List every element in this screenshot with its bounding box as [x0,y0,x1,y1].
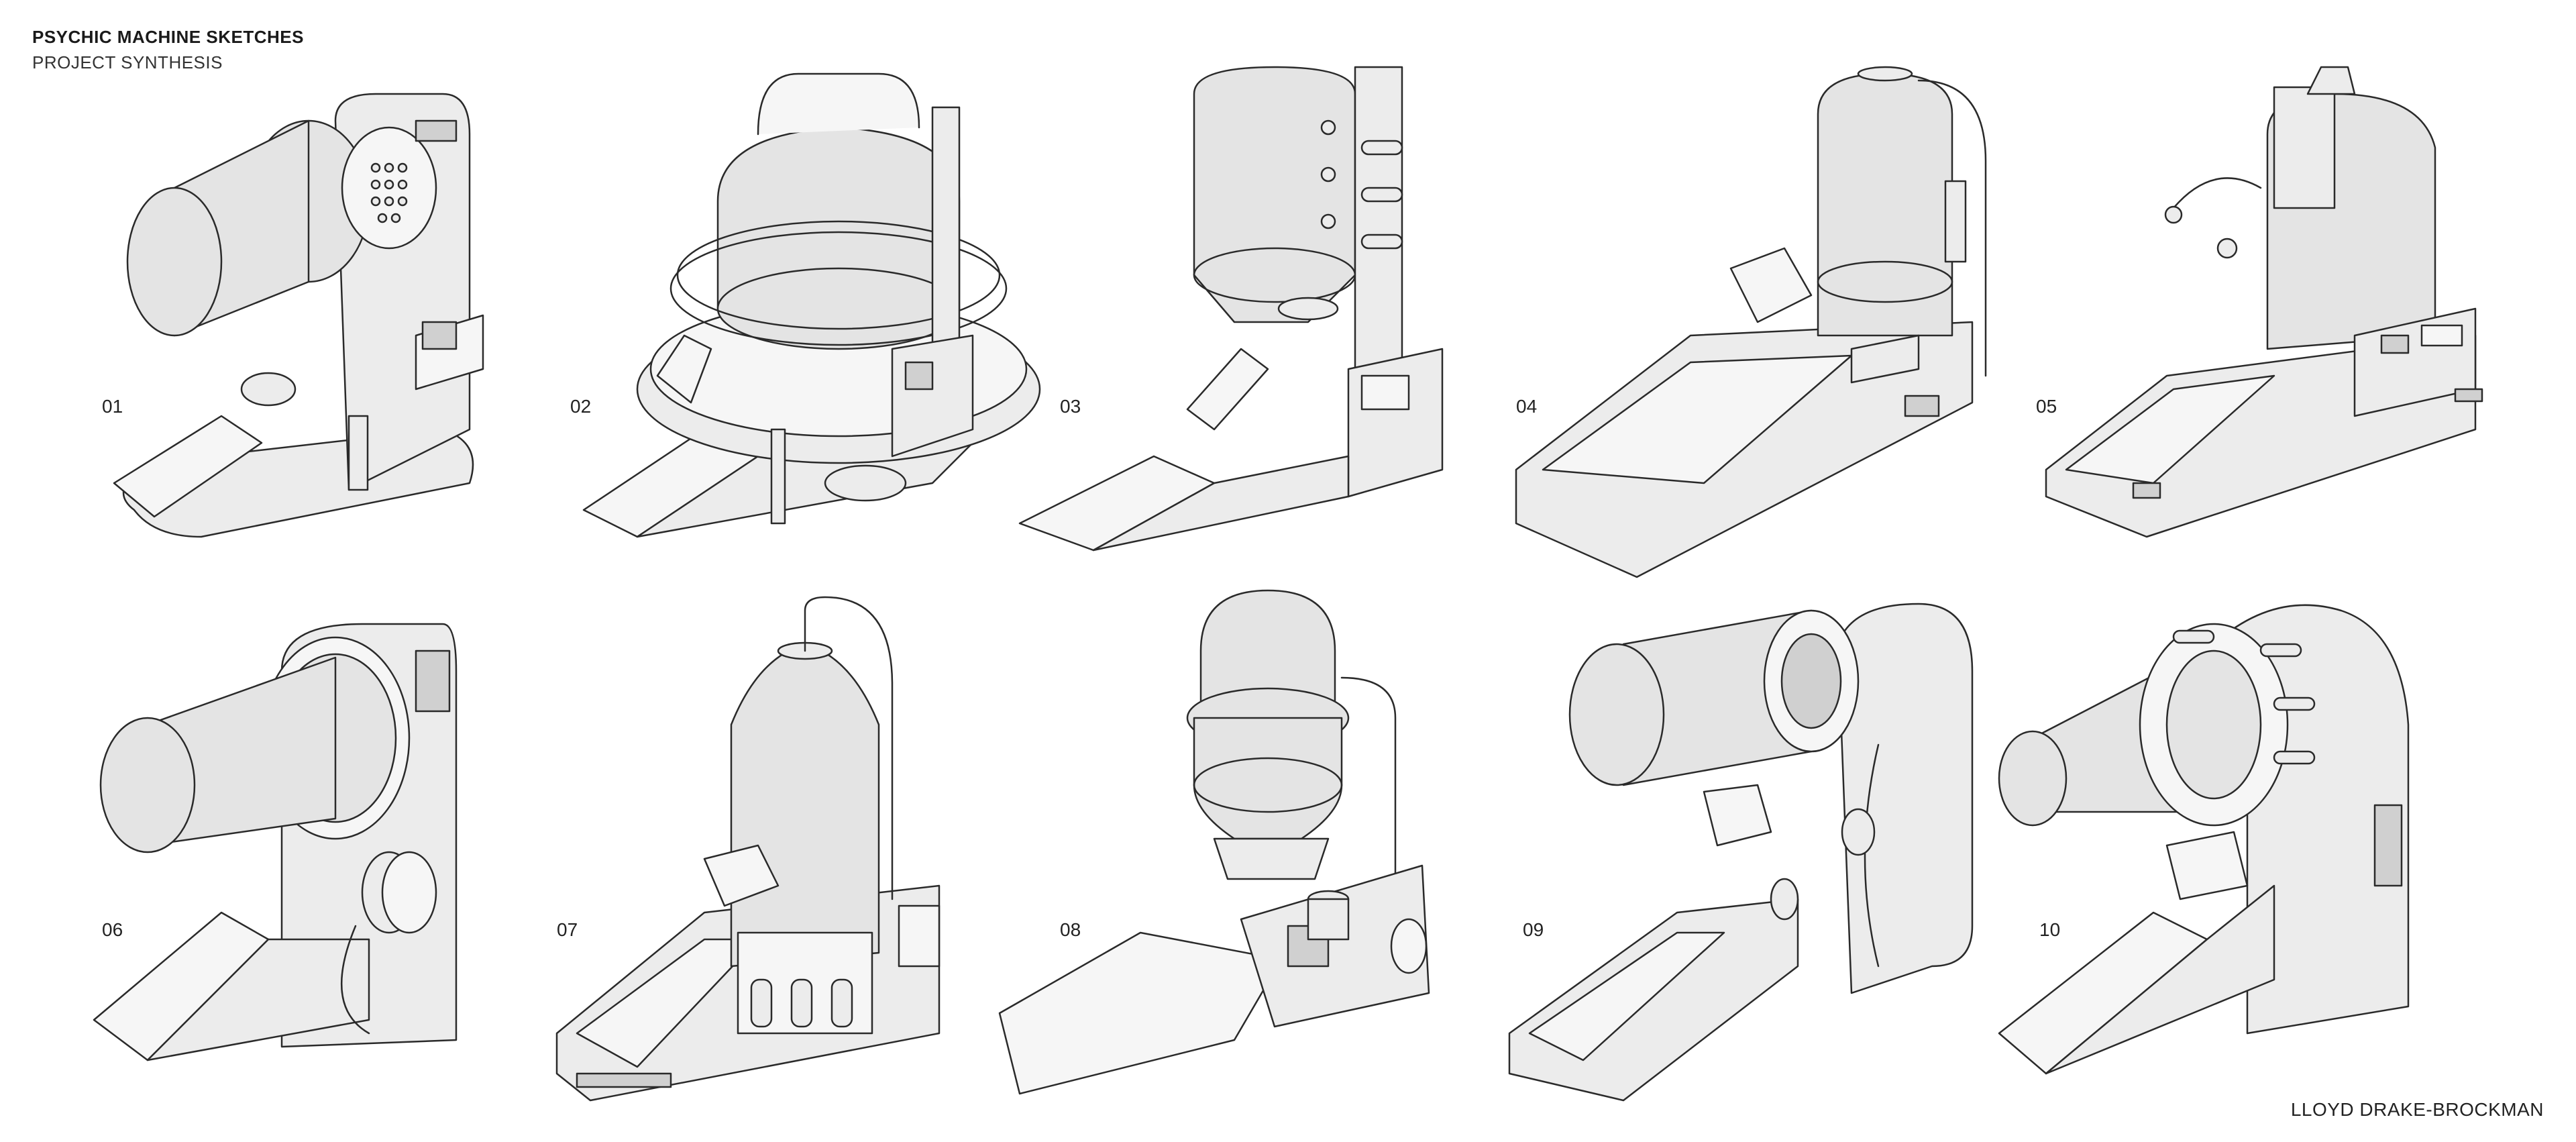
sketch-label: 08 [1060,919,1081,940]
machine-03-drawing [1018,66,1444,552]
sketch-10: 10 [1992,590,2502,1114]
machine-10-drawing [1998,604,2410,1075]
author-credit: LLOYD DRAKE-BROCKMAN [2290,1099,2544,1120]
sketch-label: 03 [1060,396,1081,417]
sketch-08: 08 [993,584,1503,1107]
machine-07-drawing [555,596,941,1102]
sketch-05: 05 [2006,54,2516,577]
sketch-label: 10 [2039,919,2061,940]
machine-09-drawing [1508,603,1974,1102]
sketch-03: 03 [1013,54,1523,577]
sketch-label: 01 [102,396,123,417]
sketch-label: 05 [2036,396,2057,417]
sketch-label: 06 [102,919,123,940]
sketch-label: 02 [570,396,592,417]
machine-04-drawing [1515,66,1987,578]
machine-08-drawing [998,589,1430,1095]
page-subtitle: PROJECT SYNTHESIS [32,52,223,72]
sketch-label: 09 [1523,919,1544,940]
sketch-04: 04 [1503,54,2012,578]
sketch-02: 02 [557,54,1067,577]
sketch-label: 07 [557,919,578,940]
sketch-01: 01 [67,54,577,577]
machine-05-drawing [2045,66,2483,538]
sketch-07: 07 [537,596,1046,1127]
sketch-09: 09 [1503,590,2012,1114]
sketch-06: 06 [67,604,577,1127]
page-title: PSYCHIC MACHINE SKETCHES [32,27,304,47]
machine-01-drawing [113,93,484,538]
machine-06-drawing [93,623,458,1061]
machine-02-drawing [582,72,1041,538]
sketch-label: 04 [1516,396,1538,417]
